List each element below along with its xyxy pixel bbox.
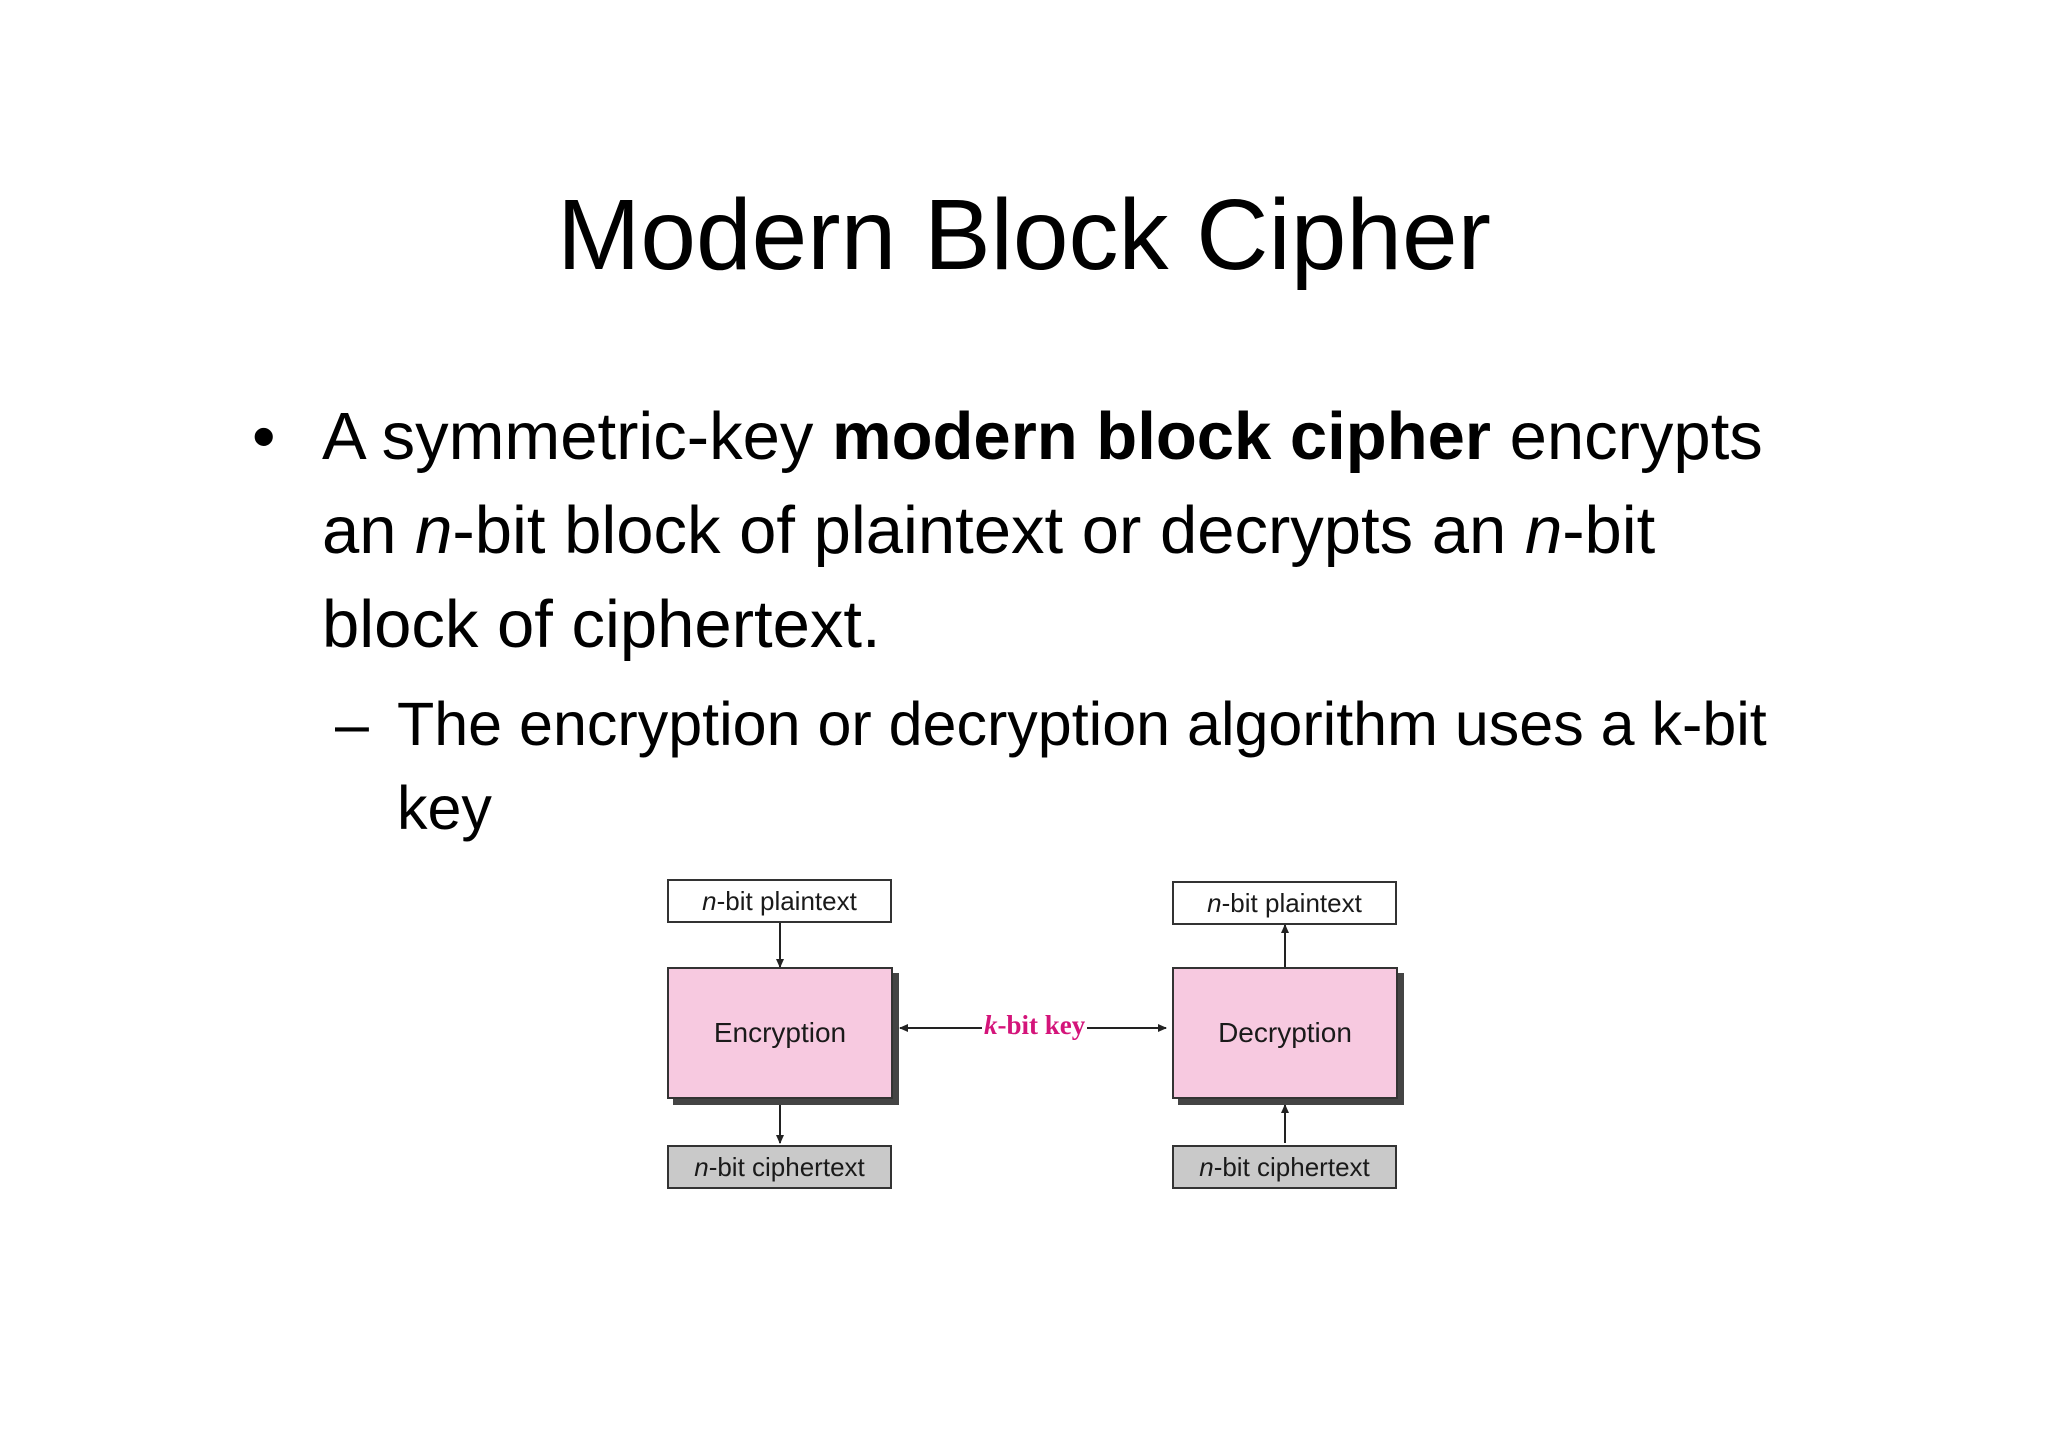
slide-title: Modern Block Cipher xyxy=(557,179,1491,291)
sub-bullet-text: The encryption or decryption algorithm u… xyxy=(397,690,1767,842)
decryption-box: Decryption xyxy=(1172,967,1398,1099)
right-plaintext-box: n-bit plaintext xyxy=(1172,881,1397,925)
bullet-text: A symmetric-key modern block cipher encr… xyxy=(322,390,1822,672)
encryption-label: Encryption xyxy=(713,1017,847,1048)
left-ciphertext-label: -bit ciphertext xyxy=(708,1151,865,1182)
bullet-text-part-c: -bit block of ciphertext. xyxy=(322,493,1656,662)
bullet-bold-term: modern block cipher xyxy=(832,399,1491,474)
right-ciphertext-italic: n xyxy=(1199,1151,1214,1182)
bullet-marker: • xyxy=(252,399,276,474)
block-cipher-diagram: n-bit plaintext Encryption n-bit ciphert… xyxy=(662,875,1412,1195)
key-text: -bit key xyxy=(997,1010,1086,1040)
left-ciphertext-box: n-bit ciphertext xyxy=(667,1145,892,1189)
bullet-italic-n-2: n xyxy=(1524,493,1563,568)
bullet-italic-n-1: n xyxy=(415,493,453,568)
right-ciphertext-box: n-bit ciphertext xyxy=(1172,1145,1397,1189)
bullet-text-prefix: A symmetric-key xyxy=(322,399,832,474)
bullet-text-part-b: -bit block of plaintext or decrypts an xyxy=(452,493,1525,568)
bullet-text-part-a: encrypts an xyxy=(322,399,1763,568)
key-label: k-bit key xyxy=(984,1010,1085,1041)
diagram-arrows xyxy=(776,923,1289,1144)
left-plaintext-box: n-bit plaintext xyxy=(667,879,892,923)
left-ciphertext-italic: n xyxy=(694,1151,709,1182)
key-italic-k: k xyxy=(984,1010,998,1040)
right-plaintext-italic: n xyxy=(1207,887,1222,918)
encryption-box: Encryption xyxy=(667,967,893,1099)
right-plaintext-label: -bit plaintext xyxy=(1221,887,1362,918)
decryption-label: Decryption xyxy=(1218,1017,1352,1048)
right-ciphertext-label: -bit ciphertext xyxy=(1213,1151,1370,1182)
left-plaintext-label: -bit plaintext xyxy=(716,885,857,916)
sub-bullet-marker: – xyxy=(335,690,369,758)
left-plaintext-italic: n xyxy=(702,885,717,916)
